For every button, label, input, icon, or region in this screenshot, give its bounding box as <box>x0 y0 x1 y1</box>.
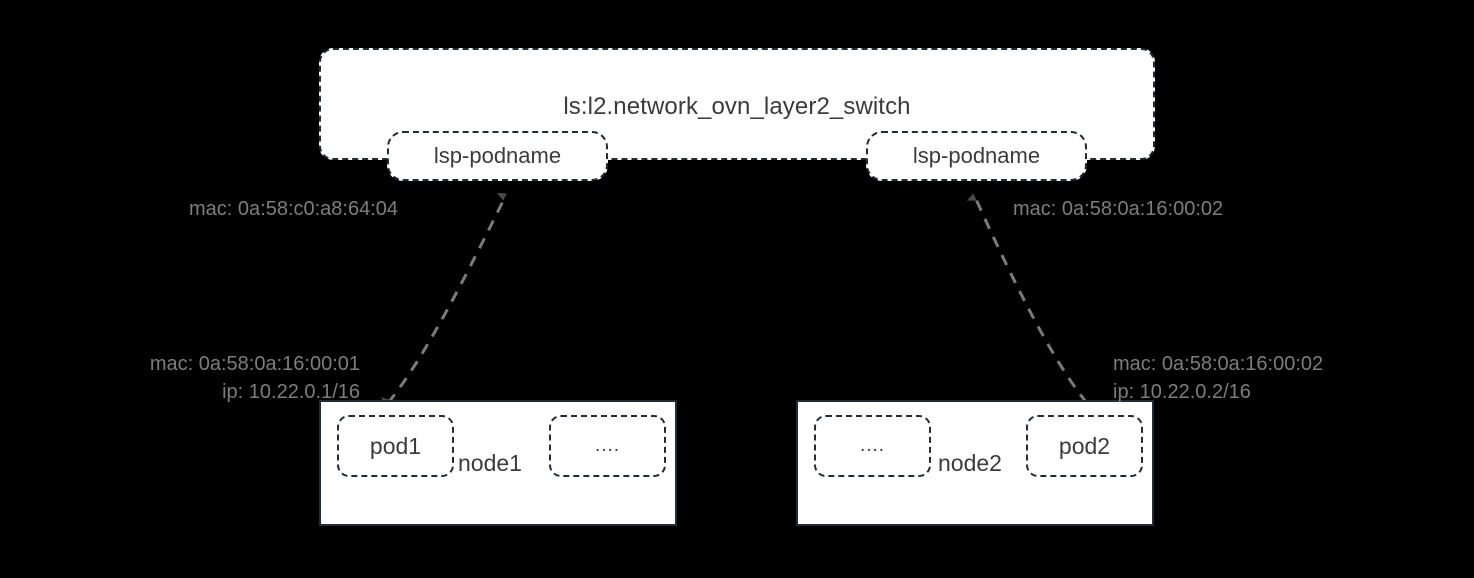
pod2-annotation: mac: 0a:58:0a:16:00:02 ip: 10.22.0.2/16 <box>1113 350 1403 406</box>
lsp-port-left[interactable]: lsp-podname <box>387 131 608 181</box>
pod2-mac-annotation: mac: 0a:58:0a:16:00:02 <box>1113 353 1324 375</box>
lsp-left-mac-annotation: mac: 0a:58:c0:a8:64:04 <box>189 198 399 220</box>
node2-label: node2 <box>938 450 1002 476</box>
lsp-port-right[interactable]: lsp-podname <box>866 131 1087 181</box>
pod-box-node1-more[interactable]: .... <box>549 415 666 477</box>
pod-box-node2-more[interactable]: .... <box>814 415 931 477</box>
pod-box-node1-more-label: .... <box>594 435 621 456</box>
lsp-right-mac-annotation: mac: 0a:58:0a:16:00:02 <box>1013 198 1224 220</box>
logical-switch-title: ls:l2.network_ovn_layer2_switch <box>563 93 911 120</box>
connector-pod2-to-lsp <box>966 193 1090 409</box>
pod1-ip-annotation: ip: 10.22.0.1/16 <box>222 381 360 403</box>
connector-pod1-to-lsp <box>381 193 507 407</box>
node1-label: node1 <box>458 450 522 476</box>
pod1-mac-annotation: mac: 0a:58:0a:16:00:01 <box>149 353 360 375</box>
pod1-annotation: mac: 0a:58:0a:16:00:01 ip: 10.22.0.1/16 <box>20 350 360 406</box>
pod-box-pod2-label: pod2 <box>1058 432 1111 459</box>
lsp-port-left-label: lsp-podname <box>433 143 562 168</box>
pod-box-pod1[interactable]: pod1 <box>337 415 454 477</box>
node-box-node2[interactable]: .... node2 pod2 <box>796 400 1154 526</box>
pod-box-node2-more-label: .... <box>859 435 886 456</box>
pod-box-pod1-label: pod1 <box>369 432 422 459</box>
pod-box-pod2[interactable]: pod2 <box>1026 415 1143 477</box>
node-box-node1[interactable]: pod1 node1 .... <box>319 400 677 526</box>
lsp-port-right-label: lsp-podname <box>912 143 1041 168</box>
pod2-ip-annotation: ip: 10.22.0.2/16 <box>1113 381 1251 403</box>
